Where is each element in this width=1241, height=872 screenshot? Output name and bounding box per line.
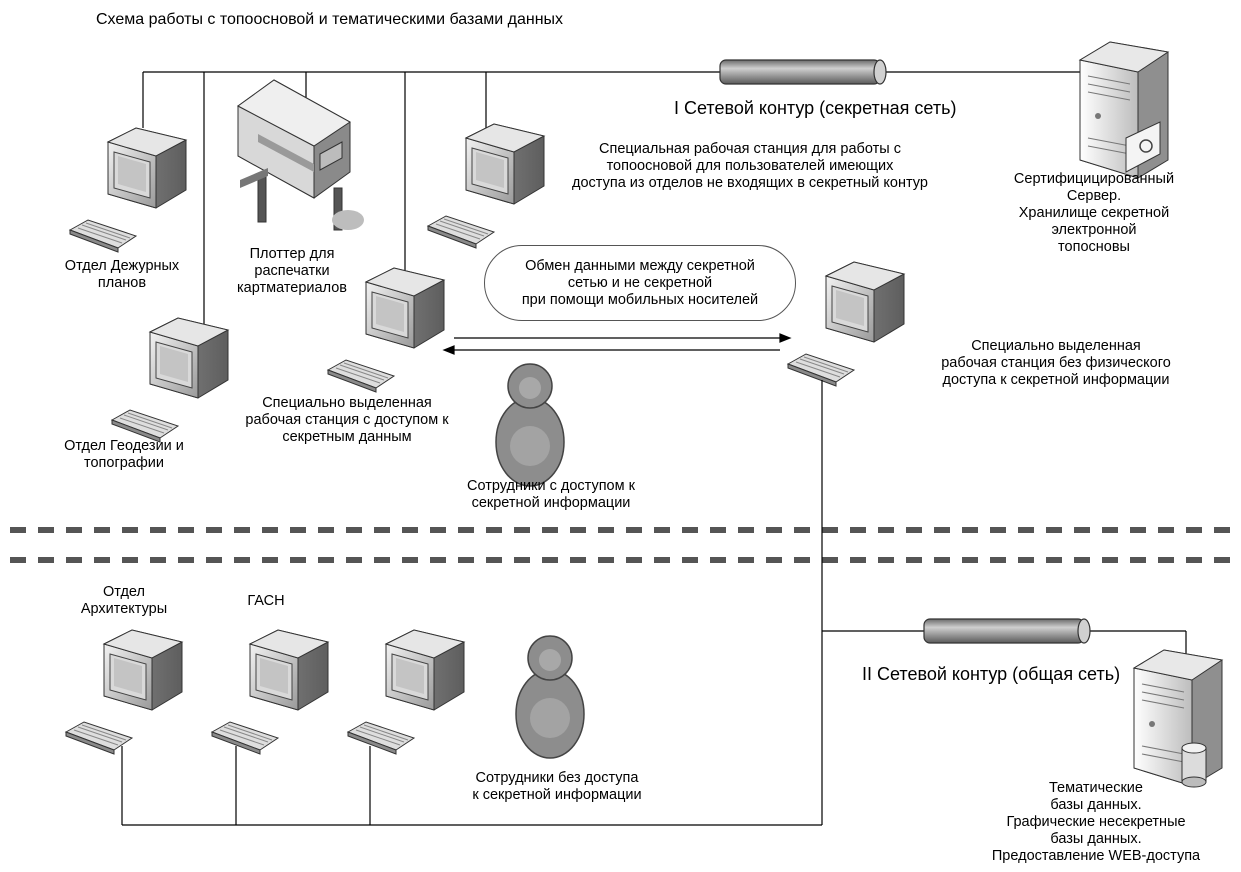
- user-icon-secret: [495, 363, 565, 487]
- computer-icon-arch: [65, 629, 183, 755]
- exchange-label: Обмен данными между секретной сетью и не…: [521, 258, 759, 308]
- contour2-label: II Сетевой контур (общая сеть): [862, 664, 1121, 684]
- contour2-bus: [121, 380, 1187, 826]
- computer-icon-third: [347, 629, 465, 755]
- gasn-label: ГАСН: [247, 593, 285, 609]
- staff-secret-label: Сотрудники с доступом к секретной информ…: [467, 478, 635, 511]
- arch-dept-label: Отдел Архитектуры: [80, 584, 168, 617]
- staff-public-label: Сотрудники без доступа к секретной инфор…: [472, 770, 642, 803]
- isolated-ws-label: Специально выделенная рабочая станция бе…: [941, 338, 1171, 388]
- network-cable-icon: [923, 618, 1091, 644]
- plotter-icon: [237, 79, 364, 231]
- special-ws-topo-label: Специальная рабочая станция для работы с…: [572, 141, 928, 191]
- secret-ws-label: Специально выделенная рабочая станция с …: [245, 395, 449, 445]
- contour1-label: I Сетевой контур (секретная сеть): [674, 98, 957, 118]
- computer-icon-gasn: [211, 629, 329, 755]
- network-cable-icon: [719, 59, 887, 85]
- computer-icon-duty: [69, 127, 187, 253]
- contour-separator: [10, 527, 1241, 563]
- geodesy-dept-label: Отдел Геодезии и топографии: [64, 438, 184, 471]
- user-icon-public: [515, 635, 585, 759]
- computer-icon-isolated: [787, 261, 905, 387]
- plotter-label: Плоттер для распечатки картматериалов: [237, 246, 347, 296]
- public-server-label: Тематические базы данных. Графические не…: [991, 780, 1201, 864]
- public-server-icon: [1133, 649, 1223, 788]
- duty-dept-label: Отдел Дежурных планов: [64, 258, 180, 291]
- computer-icon-special-topo: [427, 123, 545, 249]
- diagram-title: Схема работы с топоосновой и тематически…: [96, 11, 564, 28]
- exchange-arrows: [442, 333, 792, 355]
- exchange-bubble: [484, 245, 796, 321]
- secure-server-icon: [1079, 41, 1169, 179]
- contour1-bus: [142, 71, 1092, 328]
- computer-icon-geodesy: [111, 317, 229, 443]
- secure-server-label: Сертифицицированный Сервер. Хранилище се…: [1013, 171, 1175, 255]
